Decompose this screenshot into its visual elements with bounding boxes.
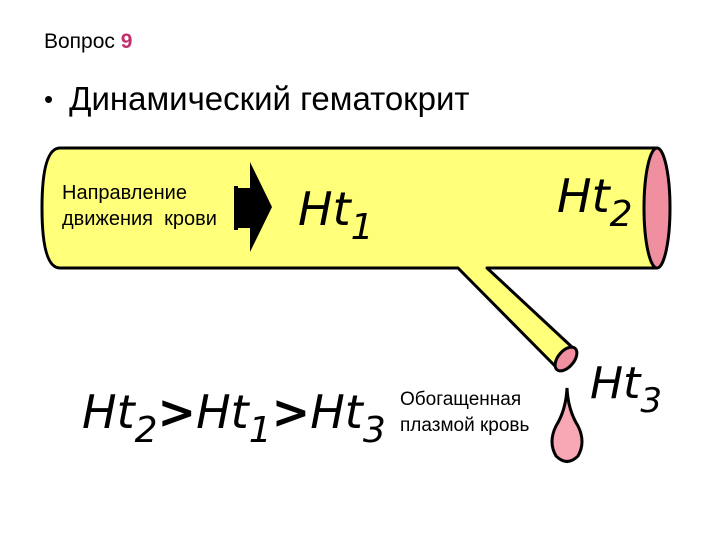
question-number: 9 [120,30,133,53]
ht1-label: Ht1 [298,182,374,248]
ht2-base: Ht [557,169,612,223]
slide-heading: Динамический гематокрит [69,80,470,117]
formula-op2: > [272,385,311,439]
hematocrit-formula: Ht2>Ht1>Ht3 [82,385,386,451]
formula-sub1: 2 [135,410,158,451]
question-title: Вопрос 9 [44,30,132,54]
vessel-end-opening [642,146,672,270]
flow-label-line1: Направление [62,182,187,204]
formula-term1: Ht [82,385,137,439]
question-prefix: Вопрос [44,30,115,53]
blood-drop-icon [550,387,584,463]
ht2-sub: 2 [610,194,633,235]
formula-sub3: 3 [363,410,386,451]
ht2-label: Ht2 [557,169,633,235]
formula-term3: Ht [310,385,365,439]
formula-term2: Ht [196,385,251,439]
plasma-label-line1: Обогащенная [400,389,521,410]
formula-sub2: 1 [249,410,272,451]
ht3-base: Ht [590,358,642,409]
bullet-dot: • [44,83,54,114]
flow-direction-arrow [238,162,272,252]
ht3-sub: 3 [640,381,662,421]
plasma-label-line2: плазмой кровь [400,415,530,436]
flow-label-line2: движения крови [62,208,217,230]
formula-op1: > [158,385,197,439]
branch-opening [553,345,579,373]
ht1-base: Ht [298,182,353,236]
arrow-shadow-left [234,186,238,230]
ht3-label: Ht3 [590,358,662,421]
bullet-heading: • Динамический гематокрит [44,80,470,118]
ht1-sub: 1 [351,207,374,248]
